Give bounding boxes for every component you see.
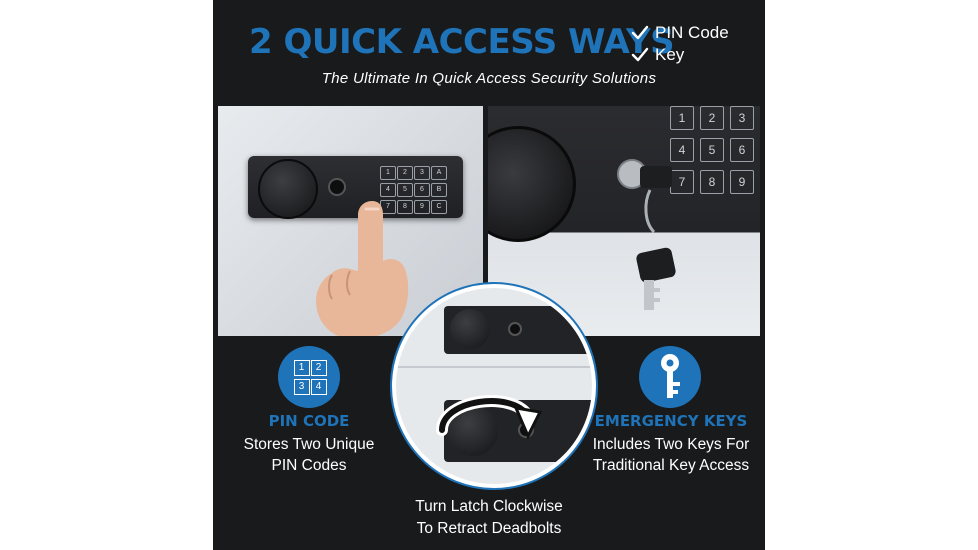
checkmark-icon [631, 47, 649, 62]
keyhole-icon [508, 322, 522, 336]
description-line: Includes Two Keys For [592, 436, 750, 453]
description-line: Traditional Key Access [592, 457, 750, 474]
latch-dial [488, 126, 576, 242]
keypad-key: 6 [730, 138, 754, 162]
hand-pressing-icon [316, 201, 409, 336]
product-infographic: 2 QUICK ACCESS WAYS PIN Code Key The Ult… [213, 0, 765, 550]
check-item-label: Key [655, 45, 685, 64]
keypad-key: 3 [414, 166, 430, 180]
keys-feature-description: Includes Two Keys For Traditional Key Ac… [581, 434, 761, 476]
keypad-key: 2 [700, 106, 724, 130]
checkmark-icon [631, 25, 649, 40]
caption-line: Turn Latch Clockwise [415, 498, 563, 515]
keypad-key: 9 [730, 170, 754, 194]
keypad-key: A [431, 166, 447, 180]
keys-feature-title: EMERGENCY KEYS [594, 412, 748, 430]
keyhole-icon [328, 178, 346, 196]
key-icon [617, 159, 676, 310]
tagline: The Ultimate In Quick Access Security So… [321, 70, 657, 87]
keypad-key: 4 [380, 183, 396, 197]
keypad-key: 5 [700, 138, 724, 162]
check-item-key: Key [631, 44, 729, 66]
caption-line: To Retract Deadbolts [416, 520, 562, 537]
keypad-key: 5 [397, 183, 413, 197]
emergency-key-icon [639, 346, 701, 408]
pin-feature-description: Stores Two Unique PIN Codes [229, 434, 389, 476]
digit: 4 [310, 378, 327, 395]
latch-dial [450, 309, 490, 349]
divider [396, 366, 592, 368]
latch-caption: Turn Latch Clockwise To Retract Deadbolt… [339, 496, 639, 540]
description-line: PIN Codes [271, 457, 347, 474]
safe-lock-panel [444, 306, 592, 354]
pin-code-icon: 1 2 3 4 [278, 346, 340, 408]
headline: 2 QUICK ACCESS WAYS [249, 22, 675, 62]
keypad-key: 1 [670, 106, 694, 130]
latch-dial [258, 159, 318, 219]
check-list: PIN Code Key [631, 22, 729, 66]
keypad-key: 9 [414, 200, 430, 214]
keypad-key: 3 [730, 106, 754, 130]
description-line: Stores Two Unique [243, 436, 375, 453]
clockwise-arrow-icon [436, 395, 542, 440]
check-item-pin: PIN Code [631, 22, 729, 44]
digit: 3 [293, 378, 310, 395]
keypad-key: C [431, 200, 447, 214]
digit: 1 [293, 359, 310, 376]
keypad-key: 4 [670, 138, 694, 162]
pin-feature-title: PIN CODE [268, 412, 350, 430]
digit: 2 [310, 359, 327, 376]
keypad-key: 8 [397, 200, 413, 214]
keypad-key: 2 [397, 166, 413, 180]
keypad-key: 8 [700, 170, 724, 194]
latch-illustration [392, 284, 596, 488]
keypad-key: 1 [380, 166, 396, 180]
check-item-label: PIN Code [655, 23, 729, 42]
keypad-key: 6 [414, 183, 430, 197]
key-icon [661, 354, 680, 398]
keypad-key: B [431, 183, 447, 197]
